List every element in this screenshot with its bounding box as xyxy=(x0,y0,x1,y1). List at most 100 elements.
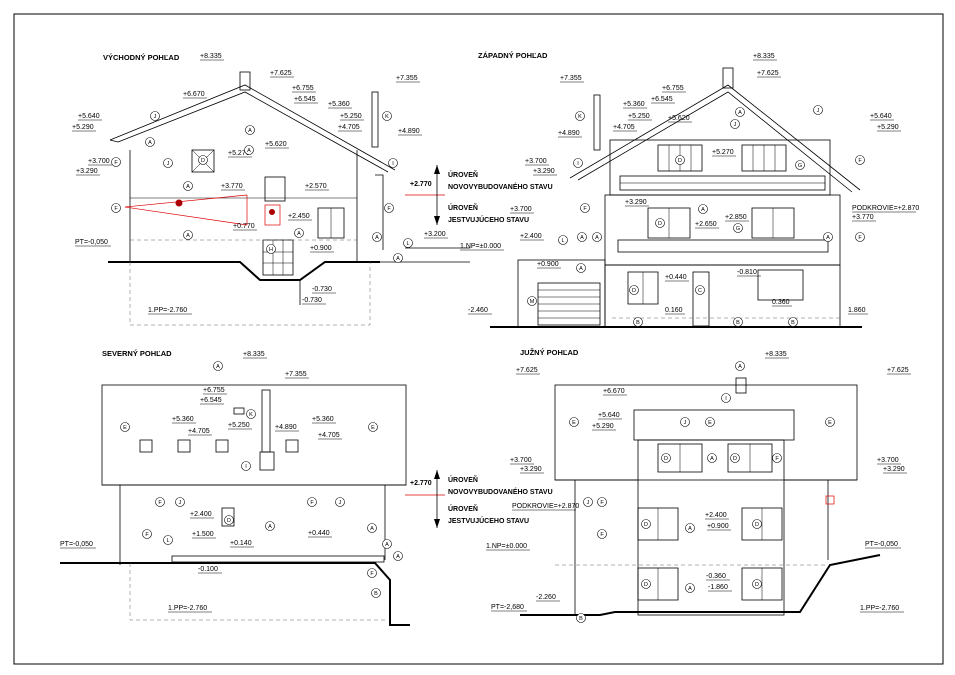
east-elevation-label: +3.700 xyxy=(88,158,110,165)
svg-text:A: A xyxy=(148,140,152,146)
west-elevation-label: +0.900 xyxy=(537,261,559,268)
material-tag-a: A xyxy=(576,263,586,273)
svg-text:A: A xyxy=(375,235,379,241)
west-elevation-label: +5.640 xyxy=(870,113,892,120)
material-tag-a: A xyxy=(213,361,223,371)
east-elevation-label: +7.625 xyxy=(270,70,292,77)
material-tag-e: E xyxy=(120,422,130,432)
north-elevation-label: +4.890 xyxy=(275,424,297,431)
svg-text:D: D xyxy=(755,582,759,588)
material-tag-a: A xyxy=(245,125,255,135)
material-tag-l: L xyxy=(163,535,173,545)
north-elevation-label: +6.545 xyxy=(200,397,222,404)
svg-text:A: A xyxy=(297,231,301,237)
svg-text:H: H xyxy=(269,247,273,253)
east-elevation-label: 1.NP=±0.000 xyxy=(460,243,501,250)
material-tag-d: D xyxy=(752,519,762,529)
material-tag-a: A xyxy=(393,551,403,561)
legend-upper-line2-top: NOVOVYBUDOVANÉHO STAVU xyxy=(448,182,553,191)
material-tag-l: L xyxy=(403,238,413,248)
material-tag-f: F xyxy=(111,157,121,167)
east-elevation-label: +5.250 xyxy=(340,113,362,120)
svg-text:J: J xyxy=(817,108,820,114)
material-tag-g: G xyxy=(795,160,805,170)
svg-text:A: A xyxy=(396,256,400,262)
east-elevation-label: +5.640 xyxy=(78,113,100,120)
legend-lower-line1-top: ÚROVEŇ xyxy=(448,203,478,212)
north-elevation-label: +1.500 xyxy=(192,531,214,538)
material-tag-j: J xyxy=(150,111,160,121)
svg-text:B: B xyxy=(636,320,640,326)
svg-text:E: E xyxy=(828,420,832,426)
east-elevation-labels: +8.335+7.625+6.670+6.755+6.545+5.360+5.2… xyxy=(72,53,504,315)
east-elevation-label: +6.755 xyxy=(292,85,314,92)
north-elevation-label: +2.400 xyxy=(190,511,212,518)
svg-text:A: A xyxy=(738,110,742,116)
south-elevation-label: +3.700 xyxy=(877,457,899,464)
north-title: SEVERNÝ POHĽAD xyxy=(102,349,172,358)
svg-text:D: D xyxy=(658,221,662,227)
west-elevation-label: +5.290 xyxy=(877,124,899,131)
south-elevation-label: +2.400 xyxy=(705,512,727,519)
svg-text:J: J xyxy=(587,500,590,506)
material-tag-i: I xyxy=(721,393,731,403)
svg-text:A: A xyxy=(738,364,742,370)
south-elevation-labels: +8.335+7.625+7.625+6.670+5.640+5.290+3.7… xyxy=(486,351,911,613)
material-tag-e: E xyxy=(569,417,579,427)
material-tag-d: D xyxy=(641,579,651,589)
west-elevation-label: 0.360 xyxy=(772,299,790,306)
south-elevation-label: 1.PP=-2.760 xyxy=(860,605,899,612)
material-tag-j: J xyxy=(813,105,823,115)
svg-text:D: D xyxy=(755,522,759,528)
material-tag-j: J xyxy=(175,497,185,507)
east-elevation-label: +4.705 xyxy=(338,124,360,131)
material-tag-a: A xyxy=(294,228,304,238)
west-elevation-label: -0.810 xyxy=(737,269,757,276)
svg-text:F: F xyxy=(600,500,604,506)
svg-text:B: B xyxy=(736,320,740,326)
svg-text:F: F xyxy=(583,206,587,212)
material-tag-b: B xyxy=(733,317,743,327)
material-tag-d: D xyxy=(752,579,762,589)
material-tag-a: A xyxy=(592,232,602,242)
svg-text:A: A xyxy=(688,586,692,592)
svg-text:A: A xyxy=(186,233,190,239)
svg-text:I: I xyxy=(577,161,579,167)
material-tag-k: K xyxy=(575,111,585,121)
svg-text:F: F xyxy=(600,532,604,538)
svg-text:D: D xyxy=(632,288,636,294)
material-tag-f: F xyxy=(155,497,165,507)
svg-text:A: A xyxy=(370,526,374,532)
svg-text:J: J xyxy=(684,420,687,426)
material-tag-e: E xyxy=(368,422,378,432)
svg-text:K: K xyxy=(578,114,582,120)
south-elevation-label: PT=-2,680 xyxy=(491,604,524,611)
material-tag-d: D xyxy=(641,519,651,529)
north-elevation-label: +0.440 xyxy=(308,530,330,537)
north-elevation-label: +7.355 xyxy=(285,371,307,378)
svg-text:B: B xyxy=(579,616,583,622)
material-tag-i: I xyxy=(573,158,583,168)
material-tag-a: A xyxy=(183,181,193,191)
svg-text:A: A xyxy=(186,184,190,190)
red-marker-icon xyxy=(175,199,183,207)
material-tag-d: D xyxy=(629,285,639,295)
material-tag-f: F xyxy=(142,529,152,539)
svg-text:D: D xyxy=(733,456,737,462)
material-tag-g: G xyxy=(733,223,743,233)
svg-text:A: A xyxy=(710,456,714,462)
svg-text:I: I xyxy=(245,464,247,470)
svg-text:A: A xyxy=(826,235,830,241)
level-value-bottom: +2.770 xyxy=(410,480,432,487)
east-elevation-label: +0.900 xyxy=(310,245,332,252)
material-tag-j: J xyxy=(335,497,345,507)
level-value-top: +2.770 xyxy=(410,181,432,188)
material-tag-a: A xyxy=(145,137,155,147)
material-tag-a: A xyxy=(577,232,587,242)
material-tag-b: B xyxy=(371,588,381,598)
svg-text:G: G xyxy=(798,163,802,169)
west-elevation-label: +5.270 xyxy=(712,149,734,156)
svg-text:B: B xyxy=(374,591,378,597)
material-tag-i: I xyxy=(241,461,251,471)
